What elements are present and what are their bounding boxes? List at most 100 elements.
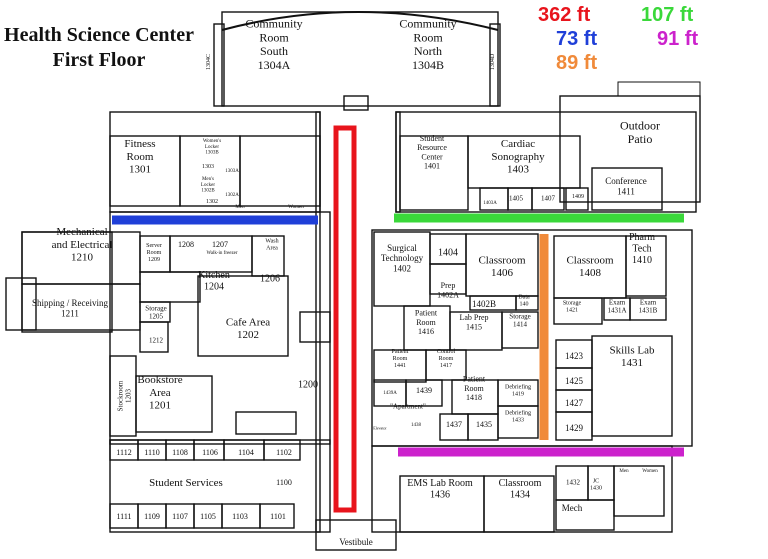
room-room-1212[interactable]: 1212 — [149, 336, 164, 344]
room-room-1103-text-0: 1103 — [232, 512, 248, 521]
room-room-1109[interactable]: 1109 — [144, 512, 160, 521]
room-room-1423[interactable]: 1423 — [565, 351, 584, 361]
room-room-1302a[interactable]: 1302A — [225, 193, 239, 198]
room-room-1402b[interactable]: 1402B — [472, 299, 496, 309]
room-room-1111[interactable]: 1111 — [116, 512, 131, 521]
room-room-1403a[interactable]: 1403A — [483, 201, 497, 206]
room-room-1439a[interactable]: 1439A — [383, 391, 397, 396]
room-room-1206[interactable]: 1206 — [260, 274, 280, 285]
room-room-1106[interactable]: 1106 — [202, 448, 218, 457]
room-room-1437[interactable]: 1437 — [446, 420, 462, 429]
wall-segment-62 — [501, 311, 539, 349]
room-room-1207[interactable]: 1207 — [212, 240, 228, 249]
room-room-1407[interactable]: 1407 — [541, 194, 556, 202]
room-room-1439[interactable]: 1439 — [416, 386, 432, 395]
room-room-1102[interactable]: 1102 — [276, 448, 292, 457]
room-room-1429[interactable]: 1429 — [565, 423, 584, 433]
room-room-1105[interactable]: 1105 — [200, 512, 216, 521]
room-room-1409[interactable]: 1409 — [572, 194, 584, 200]
room-room-1108[interactable]: 1108 — [172, 448, 188, 457]
room-room-1303a[interactable]: 1303A — [225, 169, 239, 174]
room-room-1100[interactable]: 1100 — [276, 478, 292, 487]
room-room-1200[interactable]: 1200 — [298, 380, 318, 391]
room-room-1302[interactable]: 1302 — [206, 199, 218, 205]
room-room-1425[interactable]: 1425 — [565, 376, 584, 386]
room-room-1404[interactable]: 1404 — [438, 248, 458, 259]
room-control-room-1417-text-0: Control — [437, 349, 456, 355]
room-mens-restroom[interactable]: Men — [235, 205, 245, 210]
room-room-1110[interactable]: 1110 — [144, 448, 159, 457]
room-mech[interactable]: Mech — [562, 503, 583, 513]
room-student-services[interactable]: Student Services — [149, 477, 223, 489]
room-room-1112[interactable]: 1112 — [116, 448, 131, 457]
room-room-1427[interactable]: 1427 — [565, 398, 584, 408]
room-room-1435[interactable]: 1435 — [476, 420, 492, 429]
room-room-1435-text-0: 1435 — [476, 420, 492, 429]
room-room-1303[interactable]: 1303 — [202, 164, 214, 170]
room-room-1103[interactable]: 1103 — [232, 512, 248, 521]
room-conference-text-1: 1411 — [617, 186, 635, 196]
room-room-1104[interactable]: 1104 — [238, 448, 254, 457]
room-elevator[interactable]: Elevator — [373, 425, 387, 430]
room-womens-restroom[interactable]: Women — [288, 205, 304, 210]
room-room-1403a-text-0: 1403A — [483, 201, 497, 206]
room-room-1432[interactable]: 1432 — [566, 478, 581, 486]
room-vestibule[interactable]: Vestibule — [339, 537, 373, 547]
room-room-1304d[interactable]: 1304D — [490, 53, 496, 70]
room-restroom-women-s[interactable]: Women — [642, 469, 658, 474]
room-ems-lab-room-text-1: 1436 — [430, 489, 450, 500]
room-data-1400-text-1: 140 — [520, 302, 529, 308]
room-room-1101[interactable]: 1101 — [270, 512, 286, 521]
wall-segment-13 — [315, 111, 321, 533]
room-room-1208[interactable]: 1208 — [178, 240, 194, 249]
room-walk-in-freezer[interactable]: Walk-in freezer — [206, 251, 237, 256]
room-room-1405[interactable]: 1405 — [509, 194, 524, 202]
room-control-room-1417-text-2: 1417 — [440, 363, 452, 369]
room-room-1107[interactable]: 1107 — [172, 512, 188, 521]
room-room-1438[interactable]: 1438 — [411, 423, 422, 428]
room-restroom-men-s[interactable]: Men — [619, 469, 629, 474]
room-room-1304c[interactable]: 1304C — [206, 54, 212, 70]
room-apartment[interactable]: "Apartment" — [390, 402, 426, 410]
wall-segment-25 — [139, 321, 169, 353]
